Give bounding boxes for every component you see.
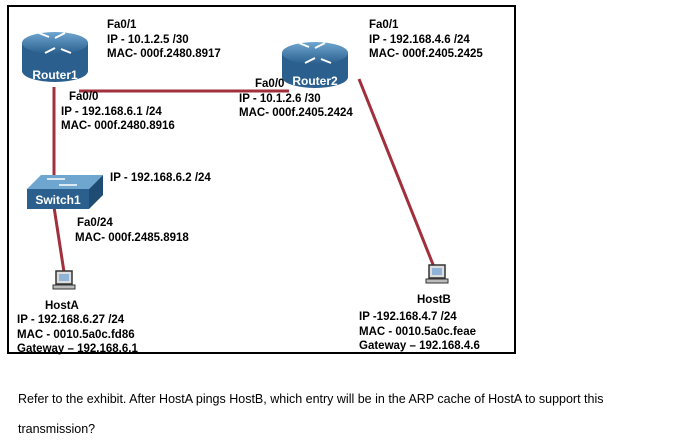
switch1-fa024-port: Fa0/24	[77, 217, 113, 229]
switch1-ip: IP - 192.168.6.2 /24	[110, 172, 211, 184]
hostb-ip: IP -192.168.4.7 /24	[359, 311, 457, 323]
router2-label: Router2	[292, 74, 338, 88]
link-switch1-hosta	[52, 206, 66, 273]
hosta-ip: IP - 192.168.6.27 /24	[17, 314, 125, 326]
router1-label: Router1	[32, 68, 78, 82]
hostb-info: IP -192.168.4.7 /24 MAC - 0010.5a0c.feae…	[359, 310, 480, 354]
topology-links: Router1 Router2 Switch1	[22, 32, 449, 290]
hosta-mac: MAC - 0010.5a0c.fd86	[17, 328, 135, 341]
router2-icon: Router2	[282, 42, 348, 88]
router2-fa00-ip: IP - 10.1.2.6 /30	[239, 92, 321, 105]
router2-fa01-port: Fa0/1	[369, 19, 399, 31]
router1-fa01-ip: IP - 10.1.2.5 /30	[107, 33, 189, 46]
switch1-icon: Switch1	[27, 175, 103, 209]
hostb-gateway: Gateway – 192.168.4.6	[359, 340, 480, 352]
router2-fa01-ip: IP - 192.168.4.6 /24	[369, 33, 470, 46]
router1-fa01-info: Fa0/1 IP - 10.1.2.5 /30 MAC- 000f.2480.8…	[107, 18, 221, 62]
link-router2-hostb	[357, 78, 436, 268]
router1-fa00-ip: IP - 192.168.6.1 /24	[61, 105, 162, 118]
router1-fa01-mac: MAC- 000f.2480.8917	[107, 48, 221, 60]
router2-fa01-info: Fa0/1 IP - 192.168.4.6 /24 MAC- 000f.240…	[369, 18, 483, 62]
question-text: Refer to the exhibit. After HostA pings …	[18, 392, 604, 436]
switch1-label: Switch1	[35, 193, 81, 207]
router2-fa00-info: Fa0/0 IP - 10.1.2.6 /30 MAC- 000f.2405.2…	[239, 77, 353, 121]
router1-icon: Router1	[22, 32, 88, 82]
router2-fa01-mac: MAC- 000f.2405.2425	[369, 48, 483, 60]
hostb-mac: MAC - 0010.5a0c.feae	[359, 325, 476, 338]
router1-fa00-port: Fa0/0	[69, 91, 99, 103]
switch1-fa024-mac: MAC- 000f.2485.8918	[75, 231, 189, 244]
router2-fa00-mac: MAC- 000f.2405.2424	[239, 107, 353, 119]
hosta-computer-icon	[52, 270, 76, 290]
router1-fa00-info: Fa0/0 IP - 192.168.6.1 /24 MAC- 000f.248…	[61, 90, 175, 134]
hosta-name: HostA	[45, 300, 79, 312]
hostb-name: HostB	[417, 294, 451, 306]
router2-fa00-port: Fa0/0	[255, 78, 285, 90]
hosta-gateway: Gateway – 192.168.6.1	[17, 343, 138, 355]
switch1-fa024-info: Fa0/24 MAC- 000f.2485.8918	[75, 216, 189, 245]
router1-fa01-port: Fa0/1	[107, 19, 137, 31]
router1-fa00-mac: MAC- 000f.2480.8916	[61, 120, 175, 132]
hosta-info: IP - 192.168.6.27 /24 MAC - 0010.5a0c.fd…	[17, 313, 138, 357]
network-diagram: Router1 Router2 Switch1	[7, 5, 516, 357]
hostb-computer-icon	[425, 264, 449, 284]
